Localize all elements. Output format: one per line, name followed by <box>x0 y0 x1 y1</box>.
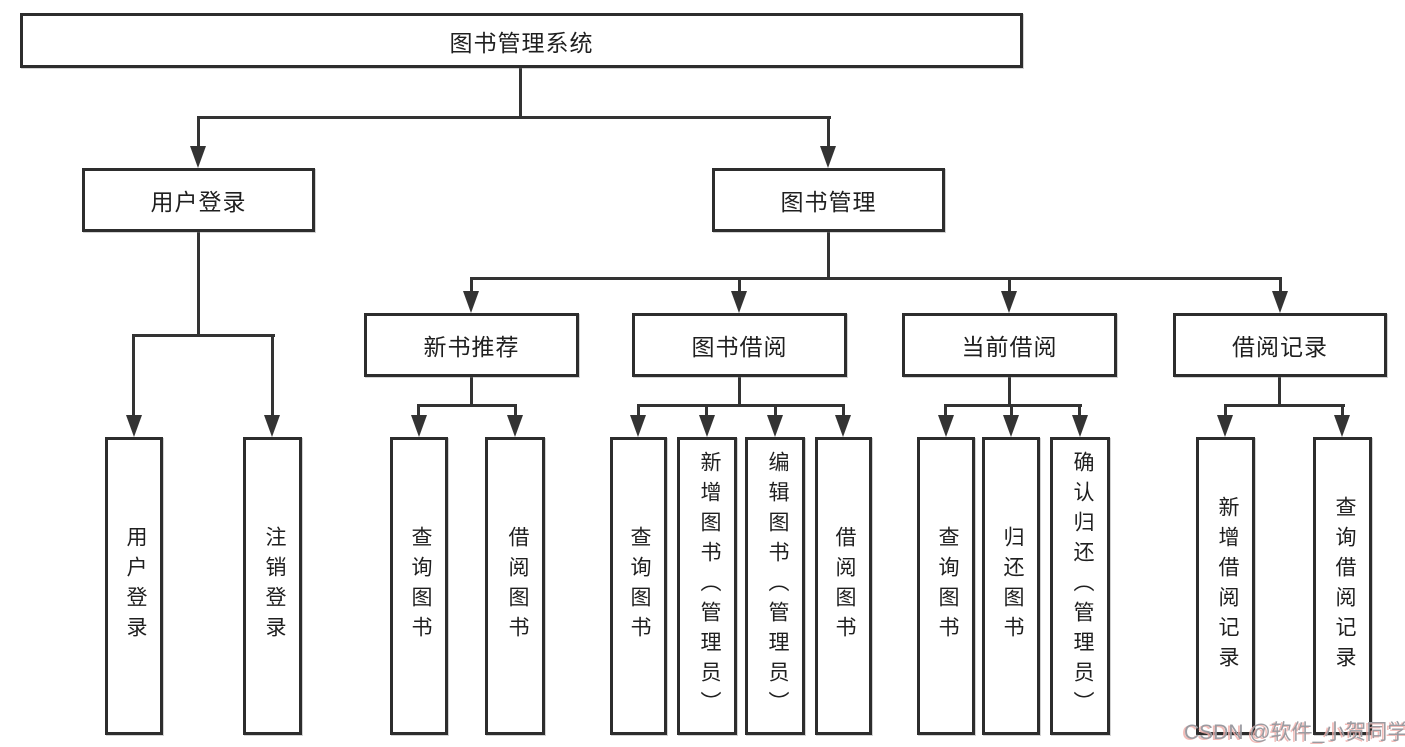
connector-line <box>1279 277 1282 293</box>
arrow-down-icon <box>190 146 206 168</box>
leaf-user-login: 用户登录 <box>105 437 163 735</box>
arrow-down-icon <box>938 415 954 437</box>
arrow-down-icon <box>1001 291 1017 313</box>
leaf-logout-login: 注销登录 <box>243 437 302 735</box>
node-new-book-recommend: 新书推荐 <box>364 313 579 377</box>
connector-line <box>842 404 845 418</box>
arrow-down-icon <box>1072 415 1088 437</box>
connector-line <box>637 404 845 407</box>
connector-line <box>1008 277 1011 293</box>
node-root-system: 图书管理系统 <box>20 13 1023 68</box>
arrow-down-icon <box>264 415 280 437</box>
arrow-down-icon <box>835 415 851 437</box>
connector-line <box>1341 404 1344 418</box>
arrow-down-icon <box>699 415 715 437</box>
arrow-down-icon <box>767 415 783 437</box>
connector-line <box>827 116 830 150</box>
arrow-down-icon <box>126 415 142 437</box>
node-book-borrow: 图书借阅 <box>632 313 847 377</box>
leaf-query-books-recommend: 查询图书 <box>390 437 448 735</box>
connector-line <box>1224 404 1345 407</box>
connector-line <box>417 404 517 407</box>
leaf-query-borrow-record: 查询借阅记录 <box>1313 437 1372 735</box>
connector-line <box>417 404 420 418</box>
connector-line <box>944 404 947 418</box>
connector-line <box>519 68 522 119</box>
connector-line <box>774 404 777 418</box>
connector-line <box>132 334 135 418</box>
arrow-down-icon <box>411 415 427 437</box>
connector-line <box>470 277 1282 280</box>
connector-line <box>470 277 473 293</box>
node-borrow-records: 借阅记录 <box>1173 313 1387 377</box>
connector-line <box>738 377 741 406</box>
arrow-down-icon <box>1003 415 1019 437</box>
connector-line <box>738 277 741 293</box>
connector-line <box>132 334 275 337</box>
connector-line <box>827 232 830 280</box>
connector-line <box>197 116 200 150</box>
arrow-down-icon <box>1217 415 1233 437</box>
connector-line <box>197 116 831 119</box>
connector-line <box>1224 404 1227 418</box>
leaf-edit-books-admin: 编辑图书（管理员） <box>745 437 805 735</box>
leaf-add-books-admin: 新增图书（管理员） <box>677 437 737 735</box>
arrow-down-icon <box>463 291 479 313</box>
leaf-confirm-return-admin: 确认归还（管理员） <box>1050 437 1110 735</box>
connector-line <box>1278 377 1281 406</box>
connector-line <box>1010 404 1013 418</box>
connector-line <box>1078 404 1081 418</box>
leaf-borrow-books: 借阅图书 <box>815 437 872 735</box>
leaf-query-books-current: 查询图书 <box>917 437 975 735</box>
arrow-down-icon <box>820 146 836 168</box>
leaf-add-borrow-record: 新增借阅记录 <box>1196 437 1255 735</box>
arrow-down-icon <box>731 291 747 313</box>
leaf-return-books: 归还图书 <box>982 437 1040 735</box>
arrow-down-icon <box>1334 415 1350 437</box>
connector-line <box>1008 377 1011 406</box>
connector-line <box>705 404 708 418</box>
connector-line <box>271 334 274 418</box>
node-book-management: 图书管理 <box>712 168 945 232</box>
leaf-borrow-books-recommend: 借阅图书 <box>485 437 545 735</box>
arrow-down-icon <box>1272 291 1288 313</box>
node-current-borrow: 当前借阅 <box>902 313 1117 377</box>
connector-line <box>944 404 1082 407</box>
connector-line <box>197 232 200 336</box>
arrow-down-icon <box>630 415 646 437</box>
connector-line <box>514 404 517 418</box>
csdn-watermark: CSDN @软件_小贺同学 <box>1184 721 1405 744</box>
arrow-down-icon <box>507 415 523 437</box>
connector-line <box>470 377 473 406</box>
connector-line <box>637 404 640 418</box>
leaf-query-books-borrow: 查询图书 <box>610 437 667 735</box>
node-user-login: 用户登录 <box>82 168 315 232</box>
